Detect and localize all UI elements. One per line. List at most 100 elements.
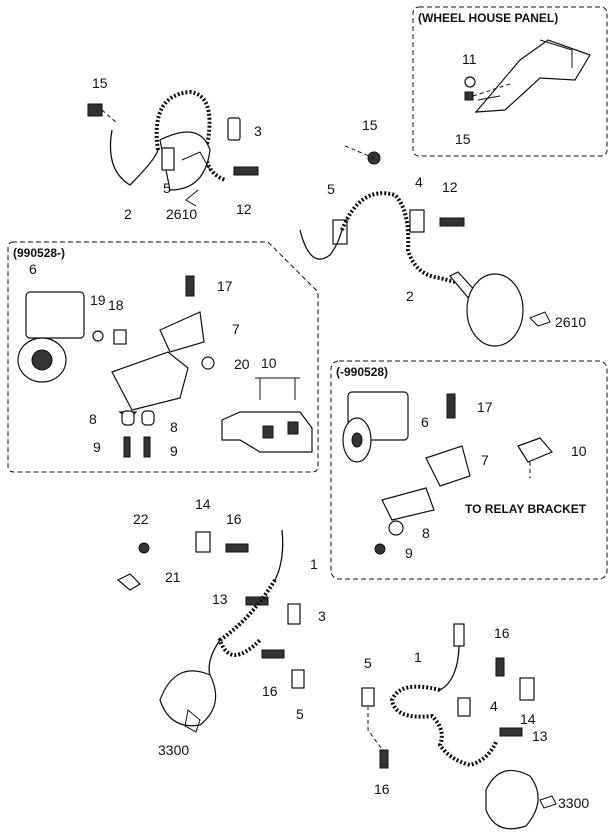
label-2610-top-left: 2610 [166, 206, 197, 222]
label-3300-bl: 3300 [158, 742, 189, 758]
label-3-top-left: 3 [254, 123, 262, 139]
bracket-5-icon [332, 219, 348, 245]
bolt-9-icon [374, 543, 386, 555]
disc-2610-icon [466, 273, 524, 347]
bolt-9-right-icon [143, 436, 151, 458]
bracket-4-icon [409, 209, 425, 233]
front-left-sensor-drawing [87, 89, 259, 207]
bracket-5-icon [361, 687, 375, 707]
bracket-4-icon [457, 697, 471, 717]
bracket-3-icon [227, 117, 241, 141]
mount-8-icon [388, 520, 404, 536]
bolt-16-icon [261, 649, 285, 659]
bolt-16-icon [379, 749, 389, 769]
bracket-5-icon [161, 147, 175, 171]
bolt-17-icon [446, 393, 456, 419]
bolt-12-icon [233, 166, 259, 176]
sensor-3300-icon [485, 769, 539, 830]
label-18-a: 18 [108, 297, 124, 313]
variant-990528-after-box [7, 241, 319, 473]
label-21-bl: 21 [165, 569, 181, 585]
bolt-16-icon [225, 543, 249, 553]
label-22-bl: 22 [133, 511, 149, 527]
bracket-3-icon [287, 603, 301, 625]
bracket-7-lower-icon [111, 351, 189, 411]
bolt-15-icon [464, 91, 474, 101]
label-6-b: 6 [421, 414, 429, 430]
nut-22-icon [138, 542, 150, 554]
label-20-a: 20 [234, 356, 250, 372]
front-right-sensor-drawing [299, 145, 551, 347]
variant-990528-before-box [330, 360, 608, 580]
label-7-a: 7 [232, 321, 240, 337]
label-12-top-right: 12 [442, 179, 458, 195]
label-15-top-left: 15 [92, 75, 108, 91]
label-2-top-right: 2 [406, 288, 414, 304]
label-13-bl: 13 [212, 591, 228, 607]
label-9-b: 9 [405, 545, 413, 561]
bracket-14-icon [519, 677, 535, 701]
connector-1-icon [453, 623, 465, 647]
relay-10-icon [517, 437, 553, 463]
label-13-br: 13 [532, 728, 548, 744]
wheel-house-panel-box [412, 6, 608, 157]
bracket-21-icon [116, 573, 141, 591]
mount-8-right-icon [141, 410, 155, 426]
hecu-assembly-990528-after-drawing [17, 275, 313, 458]
hecu-6-icon [25, 291, 85, 339]
label-4-br: 4 [490, 698, 498, 714]
bracket-7-icon [159, 311, 205, 353]
label-3300-br: 3300 [558, 795, 589, 811]
label-8-a-left: 8 [89, 411, 97, 427]
bolt-9-left-icon [123, 436, 131, 458]
sensor-3300-icon [159, 670, 217, 727]
label-8-b: 8 [422, 525, 430, 541]
label-1-bl: 1 [310, 556, 318, 572]
label-5-top-left: 5 [163, 180, 171, 196]
label-4-top-right: 4 [415, 174, 423, 190]
label-14-br: 14 [520, 711, 536, 727]
variant-990528-before-title: (-990528) [336, 365, 388, 379]
label-9-a-right: 9 [170, 443, 178, 459]
label-2610-top-right: 2610 [555, 314, 586, 330]
part-19-icon [92, 330, 104, 342]
bracket-14-icon [195, 531, 211, 553]
wheel-house-panel-drawing [464, 39, 591, 113]
label-7-b: 7 [481, 452, 489, 468]
label-3-bl: 3 [318, 608, 326, 624]
bolt-13-icon [499, 727, 523, 737]
label-16-br: 16 [494, 625, 510, 641]
label-8-a-right: 8 [170, 419, 178, 435]
hecu-assembly-990528-before-drawing [342, 391, 553, 555]
label-5-bl: 5 [296, 706, 304, 722]
rear-left-sensor-drawing [116, 529, 305, 733]
label-10-a: 10 [261, 355, 277, 371]
part-20-icon [201, 356, 215, 370]
label-16-bl: 16 [226, 511, 242, 527]
label-15-top-right: 15 [362, 117, 378, 133]
nut-11-icon [464, 76, 476, 88]
part-18-icon [113, 329, 127, 345]
label-17-a: 17 [217, 278, 233, 294]
bolt-16-icon [495, 657, 505, 677]
label-16-br-lower: 16 [374, 781, 390, 797]
label-17-b: 17 [477, 399, 493, 415]
label-9-a-left: 9 [93, 439, 101, 455]
bolt-17-icon [185, 275, 195, 297]
label-19-a: 19 [90, 292, 106, 308]
label-16-bl-lower: 16 [262, 683, 278, 699]
label-2-top-left: 2 [124, 206, 132, 222]
label-1-br: 1 [414, 649, 422, 665]
label-10-b: 10 [571, 443, 587, 459]
label-5-br: 5 [364, 655, 372, 671]
label-12-top-left: 12 [236, 201, 252, 217]
bracket-5-icon [291, 669, 305, 689]
label-5-top-right: 5 [327, 181, 335, 197]
label-6-a: 6 [29, 261, 37, 277]
bolt-12-icon [439, 217, 465, 227]
label-15-wheel-house: 15 [455, 131, 471, 147]
bolt-13-icon [245, 596, 269, 606]
label-14-bl: 14 [195, 496, 211, 512]
